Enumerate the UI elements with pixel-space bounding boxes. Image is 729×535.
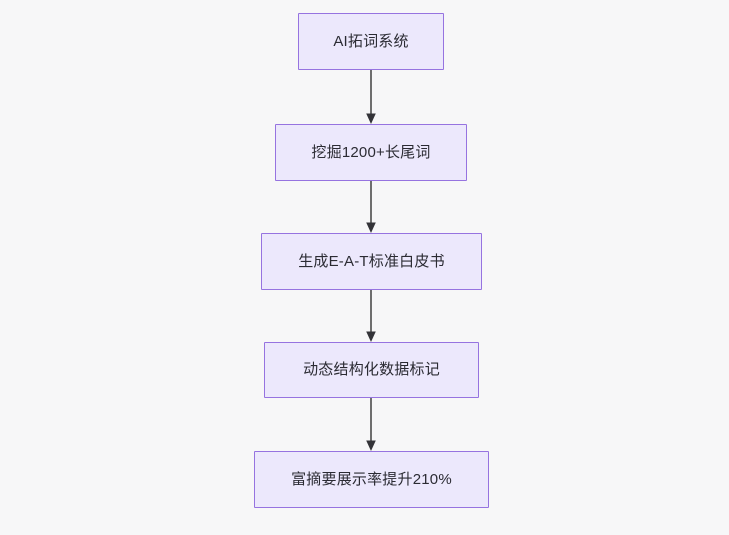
node-3-label: 生成E-A-T标准白皮书 (298, 252, 445, 270)
flowchart-node-1[interactable]: AI拓词系统 (298, 13, 444, 70)
node-5-label: 富摘要展示率提升210% (291, 470, 452, 488)
node-4-label: 动态结构化数据标记 (303, 361, 440, 378)
flowchart-node-3[interactable]: 生成E-A-T标准白皮书 (261, 233, 482, 290)
edge-n1-n2 (366, 70, 376, 124)
node-1-label: AI拓词系统 (333, 32, 409, 50)
flowchart-node-5[interactable]: 富摘要展示率提升210% (254, 451, 489, 508)
flowchart-node-2[interactable]: 挖掘1200+长尾词 (275, 124, 467, 181)
edge-n3-n4 (366, 290, 376, 342)
flowchart-node-4[interactable]: 动态结构化数据标记 (264, 342, 479, 398)
edge-n2-n3 (366, 181, 376, 233)
node-2-label: 挖掘1200+长尾词 (311, 143, 431, 161)
edge-n4-n5 (366, 398, 376, 451)
